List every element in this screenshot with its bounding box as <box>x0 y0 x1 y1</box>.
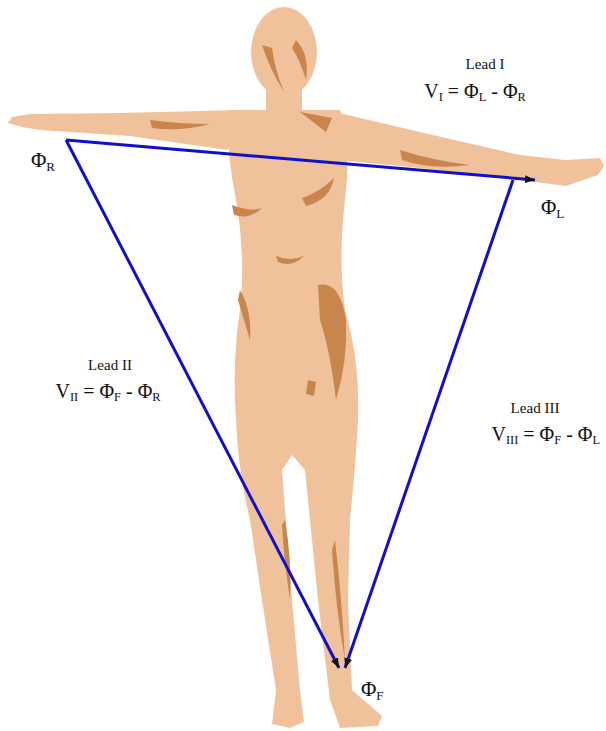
lead-name: Lead II <box>88 357 132 374</box>
subscript: F <box>376 688 383 703</box>
lead-equation: VII = ΦF - ΦR <box>55 380 160 405</box>
lead-equation: VI = ΦL - ΦR <box>424 80 526 105</box>
subscript: L <box>592 433 600 447</box>
subscript: R <box>152 390 160 404</box>
electrode-point: ΦR <box>28 146 58 177</box>
subscript: F <box>554 433 561 447</box>
lead-name: Lead I <box>466 56 505 73</box>
subscript: L <box>479 90 487 104</box>
electrode-potential: ΦL <box>541 195 564 222</box>
electrode-potential: ΦF <box>361 677 384 704</box>
electrode-potential: ΦR <box>31 148 55 175</box>
lead-arrow <box>345 180 513 668</box>
subscript: III <box>506 433 518 447</box>
lead-equation: VIII = ΦF - ΦL <box>491 423 600 448</box>
electrode-point: ΦF <box>358 675 387 706</box>
lead-name: Lead III <box>511 400 560 417</box>
subscript: L <box>556 206 564 221</box>
subscript: F <box>114 390 121 404</box>
lead-arrow <box>66 140 339 668</box>
lead-arrow <box>66 140 535 180</box>
subscript: R <box>46 159 55 174</box>
electrode-point: ΦL <box>538 193 567 224</box>
subscript: I <box>439 90 443 104</box>
subscript: R <box>518 90 526 104</box>
subscript: II <box>70 390 78 404</box>
